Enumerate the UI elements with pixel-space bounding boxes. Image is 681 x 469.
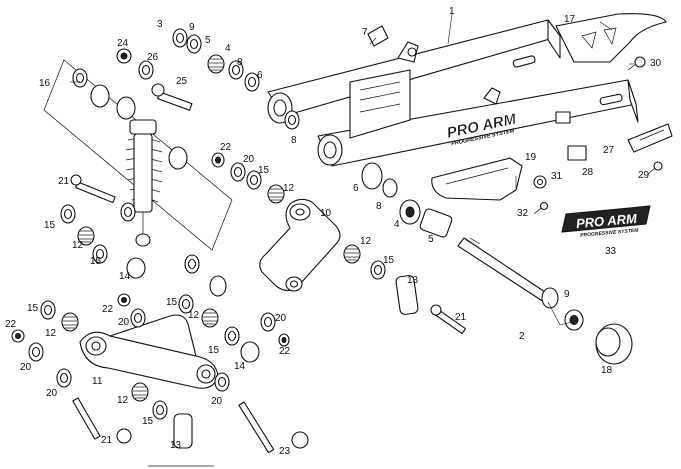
label-10: 10: [320, 208, 332, 219]
label-8: 8: [237, 57, 243, 68]
label-30: 30: [650, 58, 662, 69]
label-12e: 12: [188, 310, 200, 321]
label-15e: 15: [27, 303, 39, 314]
label-5: 5: [205, 35, 211, 46]
label-15f: 15: [166, 297, 178, 308]
bolt: [72, 397, 132, 444]
leader-lines: [70, 13, 634, 326]
label-12c: 12: [360, 236, 372, 247]
swingarm: PRO ARM PROGRESSIVE SYSTEM: [267, 19, 639, 167]
label-25: 25: [176, 76, 188, 87]
bolt: [238, 401, 309, 454]
label-14: 14: [119, 271, 131, 282]
label-12d: 12: [45, 328, 57, 339]
label-13: 13: [407, 275, 419, 286]
label-12: 12: [283, 183, 295, 194]
pivot-parts-lower: [361, 162, 453, 238]
label-2: 2: [519, 331, 525, 342]
spacer: [173, 413, 193, 449]
label-20c: 20: [275, 313, 287, 324]
label-20f: 20: [211, 396, 223, 407]
label-6b: 6: [353, 183, 359, 194]
label-14b: 14: [234, 361, 246, 372]
bolt: [70, 174, 116, 204]
part-number-labels: 1 2 3 4 4 5 5 6 6 7 8 8 8 9 9 10 11 12 1…: [5, 6, 662, 457]
label-15d: 15: [383, 255, 395, 266]
link-parts-lower: [11, 293, 290, 449]
label-22d: 22: [279, 346, 291, 357]
label-8c: 8: [376, 201, 382, 212]
pivot-parts-middle: [211, 152, 285, 204]
label-12b: 12: [72, 240, 84, 251]
decal-logo: PRO ARM: [575, 211, 638, 231]
label-18: 18: [601, 365, 613, 376]
label-15: 15: [258, 165, 270, 176]
label-20: 20: [243, 154, 255, 165]
nut: [533, 175, 547, 189]
label-16: 16: [39, 78, 51, 89]
label-22: 22: [220, 142, 232, 153]
label-patch: [567, 145, 587, 161]
label-20b: 20: [118, 317, 130, 328]
label-21b: 21: [455, 312, 467, 323]
chain-guide-top: [555, 13, 667, 63]
label-3: 3: [157, 19, 163, 30]
label-20d: 20: [20, 362, 32, 373]
label-6: 6: [257, 70, 263, 81]
label-17: 17: [564, 14, 576, 25]
label-15c: 15: [90, 256, 102, 267]
spacer: [395, 275, 419, 315]
label-19: 19: [525, 152, 537, 163]
label-20e: 20: [46, 388, 58, 399]
label-4: 4: [225, 43, 231, 54]
label-15b: 15: [44, 220, 56, 231]
label-9b: 9: [564, 289, 570, 300]
label-4b: 4: [394, 219, 400, 230]
label-29: 29: [638, 170, 650, 181]
label-31: 31: [551, 171, 563, 182]
chain-guide: [431, 157, 523, 201]
label-23: 23: [279, 446, 291, 457]
label-28: 28: [582, 167, 594, 178]
label-22c: 22: [5, 319, 17, 330]
label-5b: 5: [428, 234, 434, 245]
label-33: 33: [605, 246, 617, 257]
label-12f: 12: [117, 395, 129, 406]
chain-slider: [627, 123, 673, 153]
bolt: [430, 304, 467, 335]
screw: [533, 201, 549, 215]
label-21c: 21: [101, 435, 113, 446]
label-11: 11: [92, 376, 103, 387]
label-22b: 22: [102, 304, 114, 315]
decal-logo-sub: PROGRESSIVE SYSTEM: [580, 228, 639, 239]
label-9: 9: [189, 22, 195, 33]
spacer: [126, 257, 146, 279]
label-26: 26: [147, 52, 159, 63]
label-1: 1: [449, 6, 455, 17]
shock-absorber-group: [43, 59, 233, 297]
label-27: 27: [603, 145, 615, 156]
label-24: 24: [117, 38, 129, 49]
label-15g: 15: [208, 345, 220, 356]
label-32: 32: [517, 208, 529, 219]
pivot-parts-top: [116, 28, 300, 130]
linkage-rod: [259, 198, 341, 292]
screw: [647, 161, 663, 175]
label-15h: 15: [142, 416, 154, 427]
pro-arm-decal: PRO ARM PROGRESSIVE SYSTEM: [561, 205, 651, 239]
label-8b: 8: [291, 135, 297, 146]
label-7: 7: [362, 27, 368, 38]
label-21: 21: [58, 176, 70, 187]
screw: [627, 56, 646, 71]
label-13b: 13: [170, 440, 182, 451]
